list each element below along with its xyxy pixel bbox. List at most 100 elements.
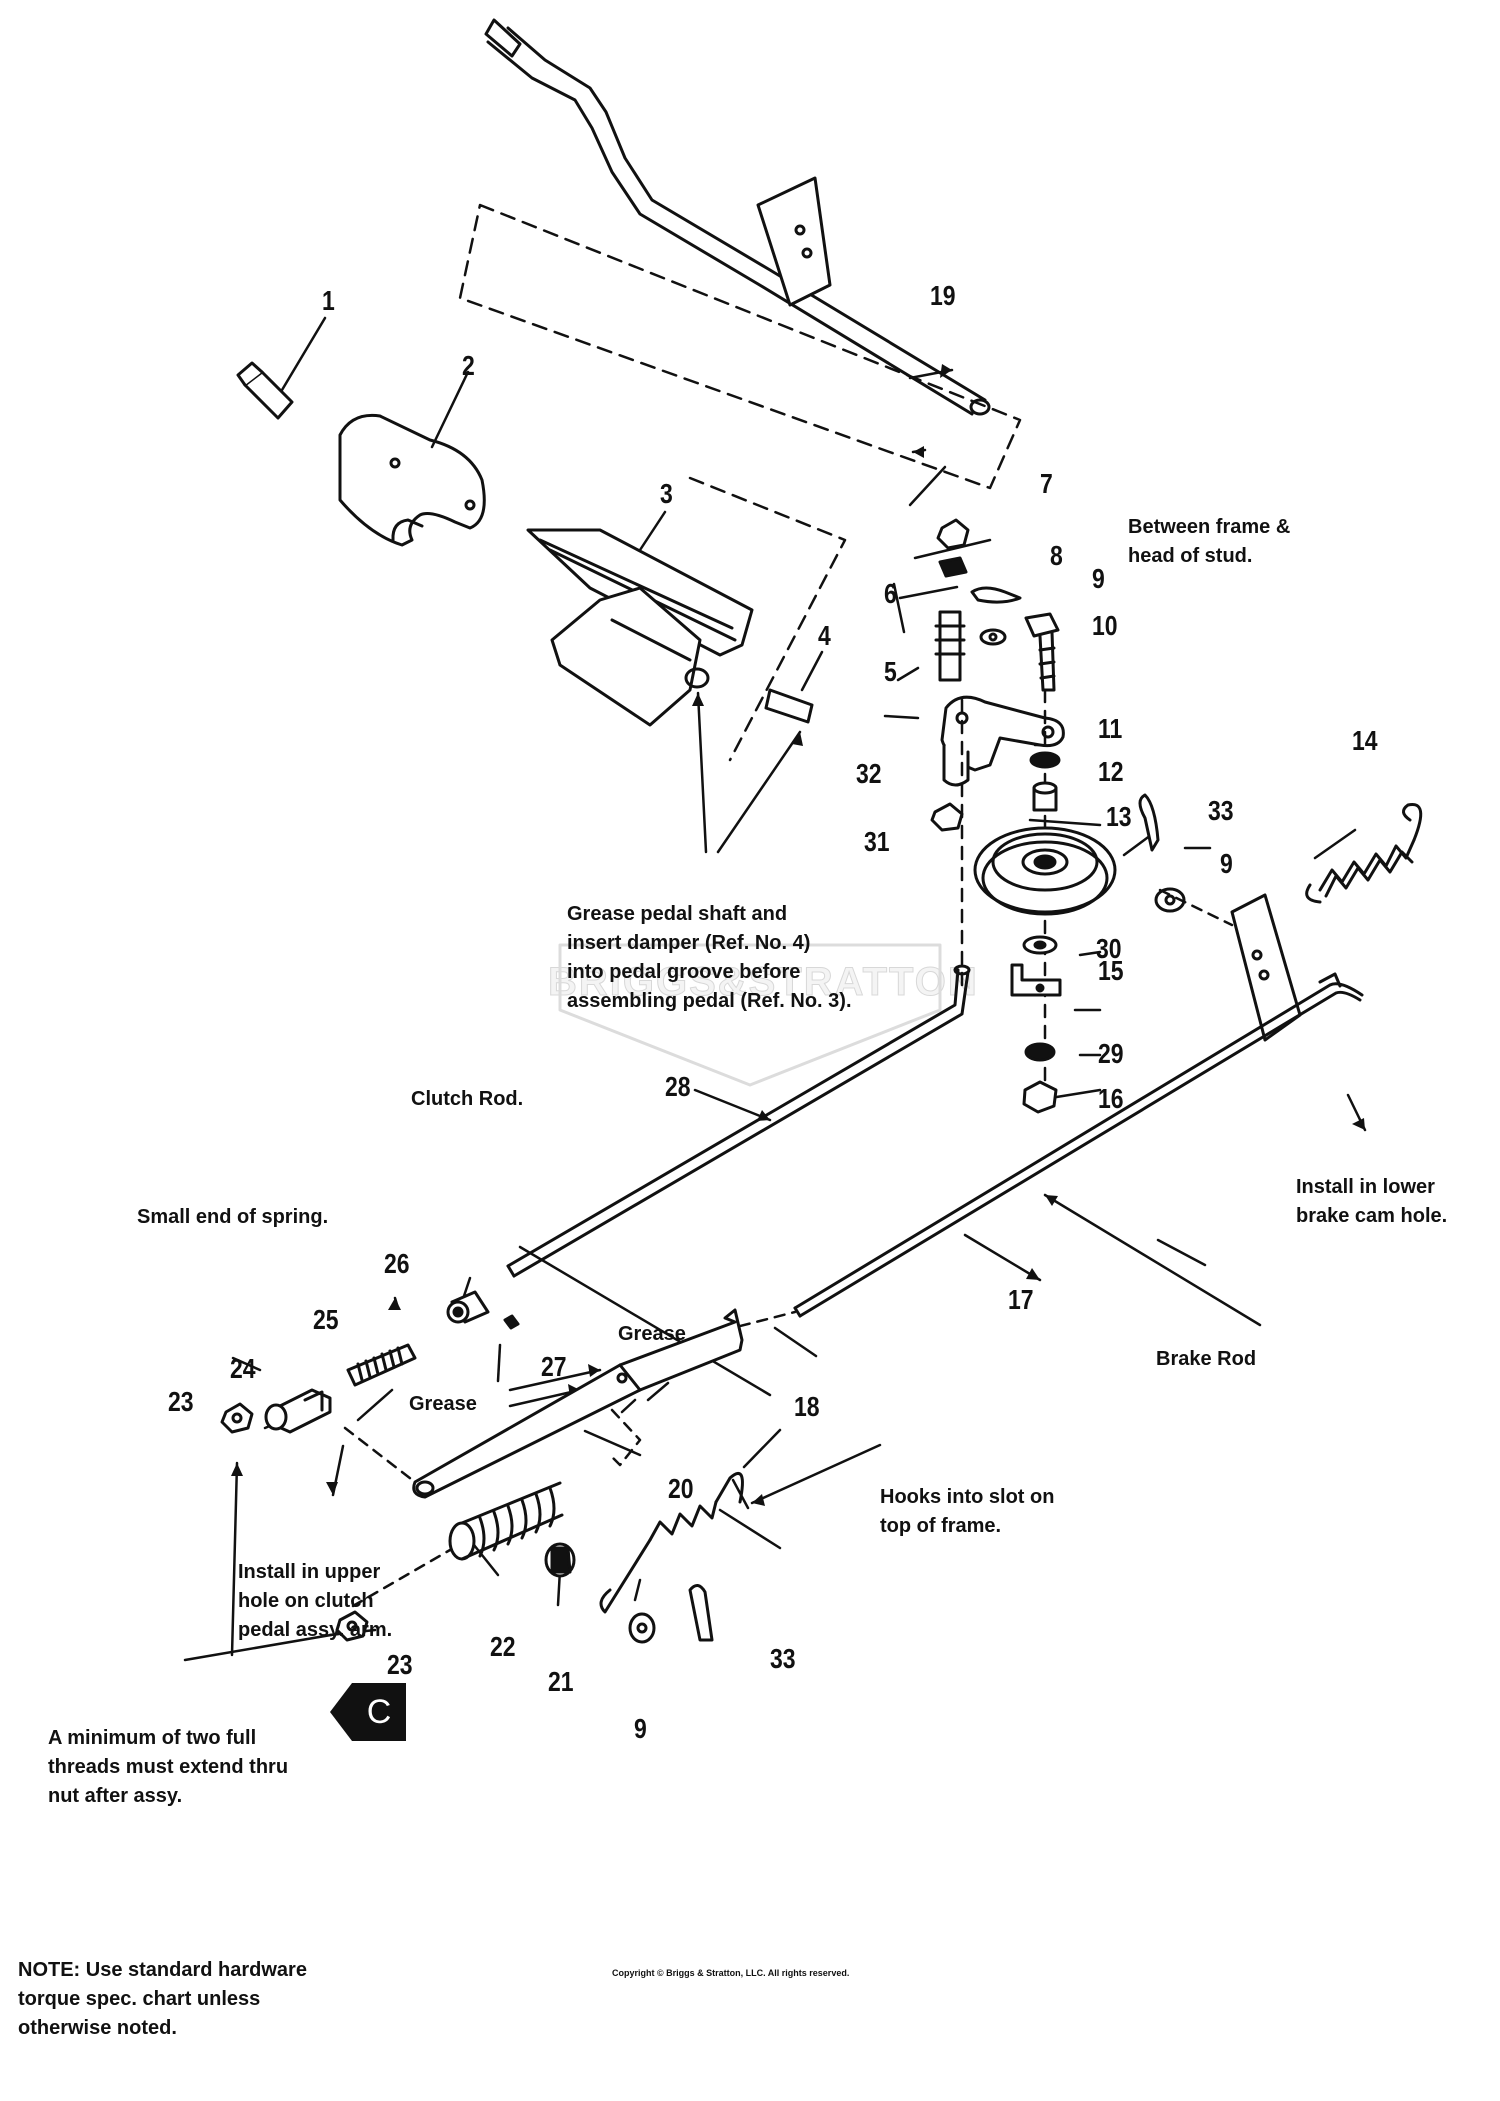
part-number-18: 18 xyxy=(794,1391,820,1422)
part-number-21: 21 xyxy=(548,1666,574,1697)
nut-part-7 xyxy=(936,518,970,550)
part-number-25: 25 xyxy=(313,1304,339,1335)
part-number-30: 30 xyxy=(1096,933,1122,964)
part-number-19: 19 xyxy=(930,280,956,311)
dashed-axis-cam xyxy=(1158,888,1234,927)
part-number-28: 28 xyxy=(665,1071,691,1102)
bolt-part-1 xyxy=(236,361,294,420)
part-number-2: 2 xyxy=(462,350,475,381)
washer-part-9b xyxy=(1154,887,1186,913)
part-number-16: 16 xyxy=(1098,1083,1124,1114)
part-number-14: 14 xyxy=(1352,725,1378,756)
pulley-part-13 xyxy=(973,826,1117,916)
note-clutch-rod: Clutch Rod. xyxy=(411,1088,524,1110)
part-number-27: 27 xyxy=(541,1351,567,1382)
watermark-shield xyxy=(558,943,942,1087)
clutch-rod-part-28 xyxy=(506,964,971,1278)
diagram-drawing xyxy=(183,18,1423,1741)
brake-cam-plate xyxy=(1230,893,1302,1042)
cotter-pin-part-33b xyxy=(688,1584,714,1642)
part-number-33a: 33 xyxy=(1208,795,1234,826)
part-number-29: 29 xyxy=(1098,1038,1124,1069)
part-number-9b: 9 xyxy=(1220,848,1233,879)
washer-part-11 xyxy=(1029,751,1061,769)
spacer-part-12 xyxy=(1032,781,1058,812)
parts-diagram: BRIGGS&STRATTON xyxy=(18,18,1448,2039)
washer-part-30 xyxy=(1022,935,1058,955)
lock-washer-part-29 xyxy=(1024,1042,1056,1062)
part-number-9a: 9 xyxy=(1092,563,1105,594)
part-number-7: 7 xyxy=(1040,468,1053,499)
part-number-17: 17 xyxy=(1008,1284,1034,1315)
belt-guide-part-15 xyxy=(1010,963,1062,997)
note-brake-rod: Brake Rod xyxy=(1156,1348,1257,1370)
part-number-32: 32 xyxy=(856,758,882,789)
part-number-6: 6 xyxy=(884,578,897,609)
dashed-arm-axis xyxy=(343,1426,417,1484)
part-number-5: 5 xyxy=(884,656,897,687)
part-number-20: 20 xyxy=(668,1473,694,1504)
part-number-3: 3 xyxy=(660,478,673,509)
pedal-part-3 xyxy=(526,528,754,727)
nut-part-16 xyxy=(1022,1080,1058,1114)
trunnion-part-24 xyxy=(264,1388,332,1434)
part-number-10: 10 xyxy=(1092,610,1118,641)
brake-rod-part-17 xyxy=(793,972,1364,1318)
note-grease-mid: Grease xyxy=(409,1393,477,1415)
bolt-part-10 xyxy=(1024,612,1060,692)
flange-nut-part-21 xyxy=(544,1542,576,1578)
cover-plate-part-2 xyxy=(338,413,486,547)
part-number-23b: 23 xyxy=(387,1649,413,1680)
copyright-text: Copyright © Briggs & Stratton, LLC. All … xyxy=(612,1968,850,1978)
part-number-11: 11 xyxy=(1098,713,1123,744)
part-number-1: 1 xyxy=(322,285,335,316)
brand-watermark: BRIGGS&STRATTON xyxy=(548,960,979,1005)
washer-part-6 xyxy=(938,556,968,578)
leader-lines xyxy=(183,316,1367,1662)
part-number-24: 24 xyxy=(230,1353,256,1384)
dashed-bracket-3 xyxy=(688,476,847,762)
part-number-4: 4 xyxy=(818,620,831,651)
dashed-spring-axis xyxy=(351,1548,452,1608)
damper-pin-part-4 xyxy=(764,688,814,724)
washer-part-9c xyxy=(628,1612,656,1644)
part-number-22: 22 xyxy=(490,1631,516,1662)
washer-part-9a xyxy=(979,628,1007,646)
dashed-rod-end xyxy=(703,1310,797,1337)
note-grease-top: Grease xyxy=(618,1323,686,1345)
spring-part-14 xyxy=(1305,802,1423,904)
spring-part-25 xyxy=(346,1343,417,1387)
nut-part-23b xyxy=(335,1610,369,1642)
stud-part-5 xyxy=(934,610,966,682)
part-number-33b: 33 xyxy=(770,1643,796,1674)
part-number-26: 26 xyxy=(384,1248,410,1279)
part-number-9c: 9 xyxy=(634,1713,647,1744)
clutch-arm-part-18 xyxy=(412,1308,744,1499)
part-number-8: 8 xyxy=(1050,540,1063,571)
clutch-shaft-part-19 xyxy=(484,18,991,416)
part-number-13: 13 xyxy=(1106,801,1132,832)
part-number-12: 12 xyxy=(1098,756,1124,787)
section-arrow xyxy=(330,1683,352,1741)
cotter-pin-part-8 xyxy=(970,586,1022,604)
part-number-15: 15 xyxy=(1098,955,1124,986)
note-small-end: Small end of spring. xyxy=(137,1206,329,1228)
spring-part-20 xyxy=(599,1472,744,1614)
arrowheads xyxy=(231,364,1365,1636)
part-number-31: 31 xyxy=(864,826,890,857)
note-between-frame: Between frame &head of stud. xyxy=(1128,516,1291,567)
section-marker-c: C xyxy=(352,1683,406,1741)
dashed-arm-box xyxy=(608,1408,642,1467)
collar-part-26 xyxy=(446,1290,490,1324)
nut-part-23a xyxy=(220,1402,254,1434)
part-number-23a: 23 xyxy=(168,1386,194,1417)
cotter-pin-part-33a xyxy=(1138,793,1160,852)
setscrew-part-27 xyxy=(503,1314,520,1330)
spring-part-22 xyxy=(448,1481,564,1561)
nut-part-31 xyxy=(930,802,964,832)
